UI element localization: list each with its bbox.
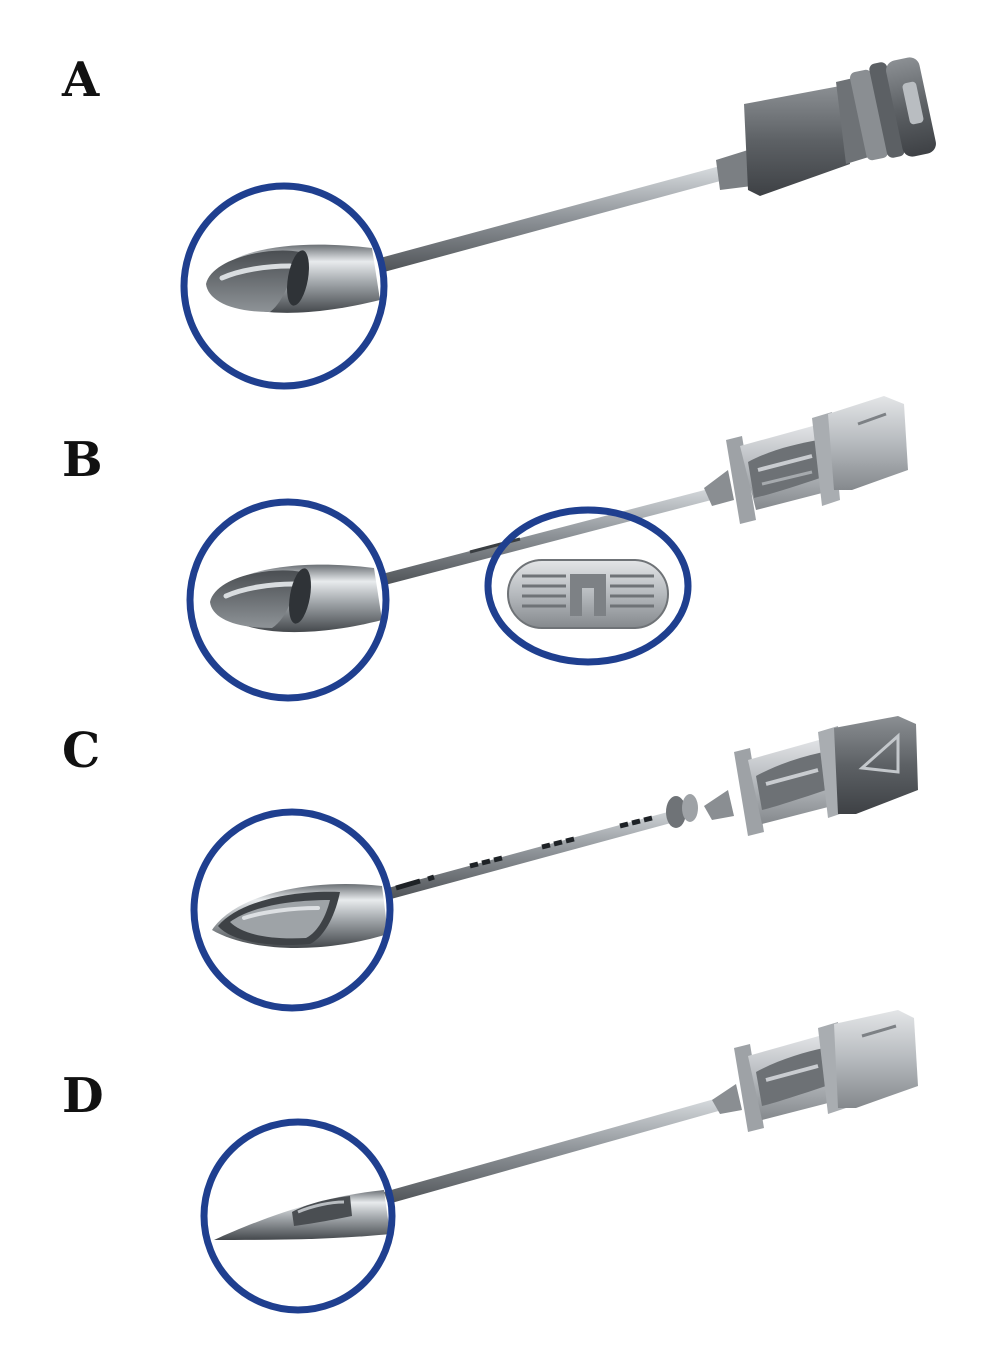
needle-hub-icon (716, 57, 936, 196)
needle-d-shaft (384, 1098, 722, 1204)
magnifier-circle-icon (180, 182, 388, 390)
needle-hub-icon (704, 716, 918, 836)
needle-d-tip (214, 1190, 390, 1240)
needle-b-tip (210, 564, 382, 633)
magnifier-circle-icon (200, 1118, 396, 1314)
magnifier-circle-icon (190, 808, 394, 1012)
magnifier-circle-icon (484, 506, 692, 666)
magnifier-circle-icon (186, 498, 390, 702)
needle-c-shaft (388, 806, 693, 899)
needle-d (200, 1010, 918, 1314)
needle-b (186, 396, 908, 702)
needle-a-tip (206, 244, 380, 313)
panel-label-d: D (62, 1068, 104, 1124)
needle-hub-icon (704, 396, 908, 524)
needle-c-tip (212, 883, 388, 948)
needle-c (190, 716, 918, 1012)
needle-hub-icon (712, 1010, 918, 1132)
needle-a (180, 57, 936, 390)
panel-label-c: C (62, 723, 101, 779)
needle-a-shaft (380, 166, 724, 272)
depth-markings (395, 815, 653, 891)
needle-b-shaft (382, 486, 723, 585)
panel-label-b: B (62, 432, 103, 488)
echogenic-marker (507, 559, 669, 629)
panel-label-a: A (62, 52, 100, 108)
